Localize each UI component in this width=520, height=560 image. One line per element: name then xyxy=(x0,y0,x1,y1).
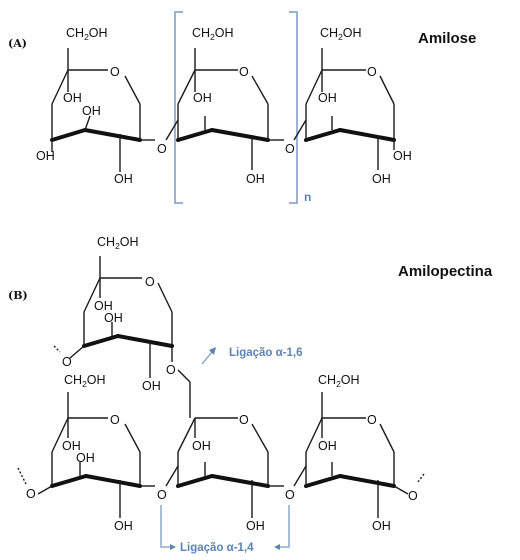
hydroxyl-b3-c2: OH xyxy=(372,519,391,533)
glucose-ring-b2: O OH OH xyxy=(165,413,284,533)
glucose-ring-a3: CH2OH O OH OH OH xyxy=(293,26,412,186)
hydroxyl-b1-c3: OH xyxy=(76,451,95,465)
hydroxyl-a1-c3: OH xyxy=(82,104,101,118)
glycosidic-oxygen-b-branch-left: O xyxy=(62,355,72,369)
alpha-16-link-label: Ligação α-1,6 xyxy=(229,347,303,359)
ring-oxygen-a2: O xyxy=(239,65,249,79)
ch2oh-b3: CH2OH xyxy=(318,373,360,389)
panel-b: (B) Amilopectina CH2OH O OH OH OH O O xyxy=(8,235,493,554)
hydroxyl-b2-c2: OH xyxy=(246,519,265,533)
ring-oxygen-b-branch: O xyxy=(145,275,155,289)
glucose-ring-b3: CH2OH O OH OH O xyxy=(293,373,425,533)
repeat-bracket: n xyxy=(174,11,311,204)
glucose-ring-b1: CH2OH O OH OH OH O xyxy=(17,373,155,533)
hydroxyl-a3-c3: OH xyxy=(318,91,337,105)
hydroxyl-a1-c2: OH xyxy=(114,172,133,186)
hydroxyl-a1-c4: OH xyxy=(63,91,82,105)
glycosidic-oxygen-b1: O xyxy=(157,488,167,502)
glycosidic-oxygen-b2: O xyxy=(285,488,295,502)
ring-oxygen-b3: O xyxy=(367,413,377,427)
hydroxyl-a2-c3: OH xyxy=(193,91,212,105)
glucose-ring-a1: CH2OH O OH OH OH OH xyxy=(36,26,155,186)
glycosidic-oxygen-a2: O xyxy=(285,142,295,156)
amilopectina-title: Amilopectina xyxy=(398,263,493,280)
alpha-14-link-label: Ligação α-1,4 xyxy=(180,542,254,554)
hydroxyl-b1-c4: OH xyxy=(62,439,81,453)
hydroxyl-a3-c2: OH xyxy=(372,172,391,186)
ring-oxygen-a3: O xyxy=(367,65,377,79)
hydroxyl-a3-c1: OH xyxy=(393,149,412,163)
amilose-title: Amilose xyxy=(418,30,476,47)
ring-oxygen-a1: O xyxy=(110,65,120,79)
glucose-ring-a2: CH2OH O OH OH xyxy=(165,26,284,186)
hydroxyl-b-branch-c4: OH xyxy=(94,299,113,313)
ch2oh-a1: CH2OH xyxy=(66,26,108,42)
glycosidic-oxygen-b1-left: O xyxy=(26,487,36,501)
hydroxyl-a1-c4b: OH xyxy=(36,149,55,163)
hydroxyl-a2-c2: OH xyxy=(246,172,265,186)
ch2oh-b1: CH2OH xyxy=(64,373,106,389)
glycosidic-oxygen-a1: O xyxy=(157,142,167,156)
ring-oxygen-b2: O xyxy=(239,413,249,427)
hydroxyl-b-branch-c3: OH xyxy=(104,311,123,325)
ch2oh-a2: CH2OH xyxy=(192,26,234,42)
ch2oh-b-branch: CH2OH xyxy=(97,235,139,251)
panel-a-label: (A) xyxy=(8,37,27,50)
hydroxyl-b1-c2: OH xyxy=(114,519,133,533)
glycosidic-oxygen-b3-right: O xyxy=(408,489,418,503)
alpha-14-link-annotation: Ligação α-1,4 xyxy=(160,505,290,554)
repeat-index-n: n xyxy=(304,190,311,204)
panel-b-label: (B) xyxy=(8,289,28,302)
glucose-ring-b-branch: CH2OH O OH OH OH O xyxy=(53,235,174,393)
panel-a: (A) Amilose n CH2OH O OH OH OH xyxy=(8,11,476,204)
alpha-16-link-annotation: Ligação α-1,6 xyxy=(201,347,303,365)
hydroxyl-b2-c3: OH xyxy=(192,439,211,453)
ch2oh-a3: CH2OH xyxy=(320,26,362,42)
hydroxyl-b3-c3: OH xyxy=(318,439,337,453)
ring-oxygen-b1: O xyxy=(110,413,120,427)
glycosidic-oxygen-branch-16: O xyxy=(166,363,176,377)
hydroxyl-b-branch-c2: OH xyxy=(142,379,161,393)
